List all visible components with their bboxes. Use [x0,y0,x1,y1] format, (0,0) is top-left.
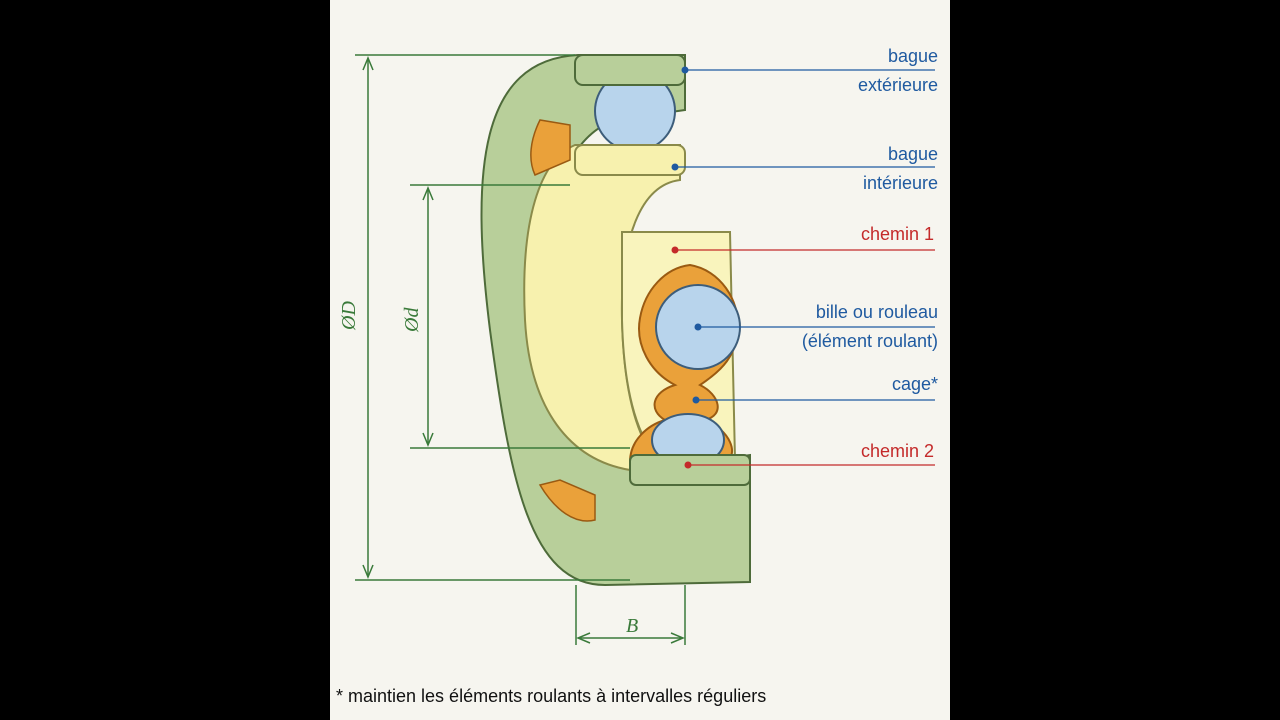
inner-diameter-label: Ød [401,307,423,333]
label-outer-ring-line2: extérieure [857,75,938,95]
footnote: * maintien les éléments roulants à inter… [336,686,767,706]
label-rolling-line1: bille ou rouleau [815,302,938,322]
dot-inner-ring [671,163,679,171]
dot-outer-ring [681,66,689,74]
label-inner-ring: bague intérieure [863,140,938,198]
width-label: B [626,615,638,637]
dot-cage [692,396,700,404]
cage-segment-left-top [530,119,571,176]
dot-raceway2 [684,461,692,469]
label-inner-ring-line2: intérieure [862,173,938,193]
dimension-outer-diameter [355,54,630,581]
label-outer-ring-line1: bague [887,46,938,66]
dot-rolling [694,323,702,331]
inner-ring-top-cap [574,144,686,176]
outer-ring-top-cap [574,54,686,86]
dot-raceway1 [671,246,679,254]
outer-diameter-label: ØD [338,301,360,331]
bearing-diagram: ØD Ød B [338,54,935,645]
label-raceway2: chemin 2 [860,441,934,461]
label-cage: cage* [891,374,938,394]
dimension-width [575,585,686,645]
label-rolling-line2: (élément roulant) [801,331,938,351]
bearing-page: ØD Ød B bague extérieure bague intérieur… [330,0,950,720]
label-rolling-element: bille ou rouleau (élément roulant) [802,298,938,356]
label-raceway1: chemin 1 [860,224,934,244]
cage-segment-left-bottom [538,479,596,522]
label-outer-ring: bague extérieure [858,42,938,100]
outer-ring-bottom-cap [629,454,751,486]
label-inner-ring-line1: bague [887,144,938,164]
dimension-inner-diameter [410,184,630,449]
